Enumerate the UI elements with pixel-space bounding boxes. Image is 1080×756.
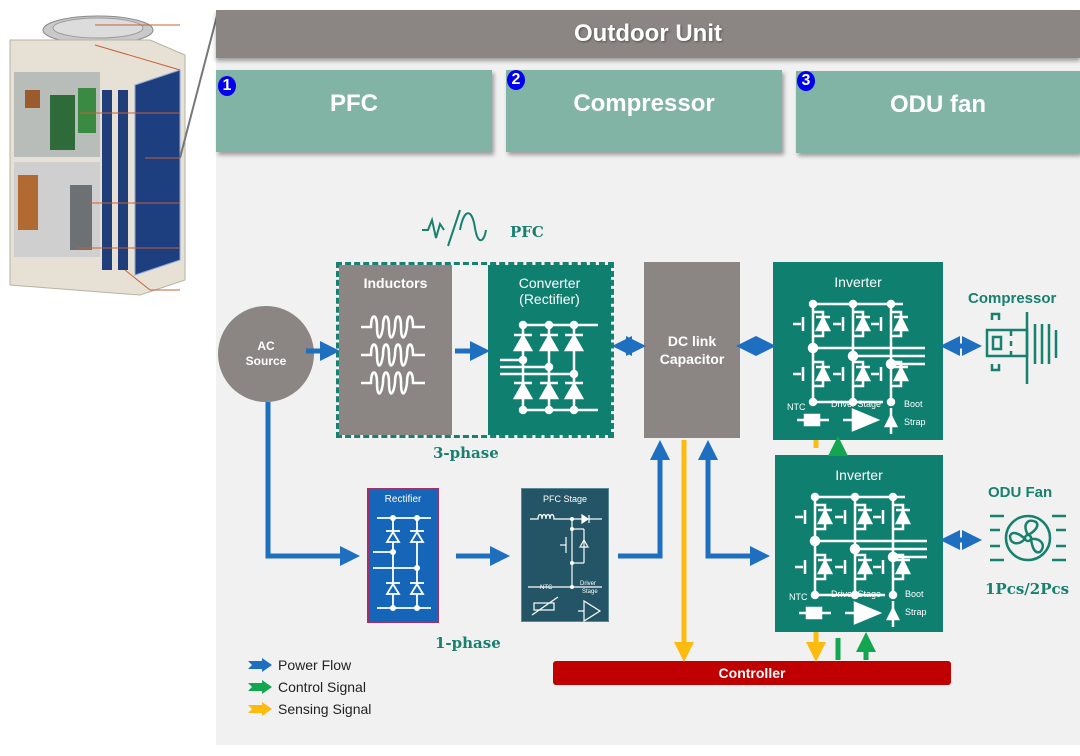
- pfc-driver-label-line2: Stage: [582, 589, 598, 595]
- category-pfc: PFC: [216, 70, 492, 152]
- inverter-title: Inverter: [834, 274, 882, 290]
- legend-item-control-signal: Control Signal: [248, 676, 371, 698]
- ac-source-label: AC Source: [245, 339, 287, 368]
- inverter-title: Inverter: [835, 467, 883, 483]
- odu-fan-count: 1Pcs/2Pcs: [985, 580, 1070, 598]
- pfc-label: PFC: [510, 223, 544, 241]
- odu-fan-inverter-block: Inverter NTC Driver Stage Boot Strap: [775, 455, 943, 632]
- inductors-label: Inductors: [363, 275, 428, 291]
- odu-fan-label: ODU Fan: [988, 484, 1053, 501]
- legend-item-power-flow: Power Flow: [248, 654, 371, 676]
- boot-label: Boot: [905, 589, 924, 599]
- ac-source-node: AC Source: [218, 306, 314, 402]
- pfc-waveform-icon: [420, 208, 490, 248]
- sensing-signal-arrow-icon: [248, 702, 272, 716]
- rectifier-block: Rectifier: [367, 488, 439, 623]
- driver-stage-label: Driver Stage: [831, 399, 882, 409]
- boot-label: Boot: [904, 399, 923, 409]
- strap-label: Strap: [904, 417, 926, 427]
- ntc-label: NTC: [789, 592, 808, 602]
- control-signal-arrow-icon: [248, 680, 272, 694]
- callout-line: [178, 10, 238, 160]
- outdoor-unit-illustration: [9, 15, 186, 296]
- dc-link-label-line1: DC link: [667, 333, 717, 349]
- converter-label-line2: (Rectifier): [519, 291, 580, 307]
- outdoor-unit-header: Outdoor Unit: [216, 10, 1080, 58]
- converter-block: Converter (Rectifier): [488, 265, 611, 435]
- one-phase-label: 1-phase: [435, 634, 501, 652]
- number-badge-3: 3: [797, 71, 815, 91]
- legend: Power Flow Control Signal Sensing Signal: [248, 654, 371, 720]
- pfc-stage-block: PFC Stage NTC Driver Stage: [521, 488, 609, 623]
- outdoor-unit-photo: [0, 0, 215, 300]
- controller-bar: Controller: [553, 661, 951, 685]
- pfc-ntc-label: NTC: [540, 585, 553, 591]
- category-label: ODU fan: [890, 91, 986, 118]
- category-label: PFC: [330, 90, 378, 117]
- rectifier-label: Rectifier: [384, 494, 422, 505]
- inverter-bridge-icon: [795, 492, 927, 627]
- dc-link-label-line2: Capacitor: [659, 351, 725, 367]
- three-phase-label: 3-phase: [433, 444, 499, 462]
- fan-icon: [988, 508, 1068, 568]
- legend-label: Sensing Signal: [278, 701, 372, 717]
- ntc-label: NTC: [787, 402, 806, 412]
- legend-label: Power Flow: [278, 657, 352, 673]
- pfc-stage-label: PFC Stage: [542, 494, 588, 504]
- strap-label: Strap: [905, 607, 927, 617]
- inductor-coils-icon: [361, 315, 425, 395]
- dc-link-capacitor-block: DC link Capacitor: [644, 262, 740, 438]
- compressor-inverter-block: Inverter NTC Driver Stage Boot Strap: [773, 262, 943, 440]
- diode-bridge-icon: [373, 515, 431, 611]
- pfc-stage-circuit-icon: [528, 513, 602, 623]
- category-compressor: Compressor: [506, 70, 782, 152]
- number-badge-1: 1: [218, 76, 236, 96]
- category-odu-fan: ODU fan: [796, 71, 1080, 153]
- inverter-bridge-icon: [793, 299, 925, 434]
- power-flow-arrow-icon: [248, 658, 272, 672]
- converter-label-line1: Converter: [518, 275, 581, 291]
- compressor-icon: [985, 312, 1070, 387]
- legend-label: Control Signal: [278, 679, 366, 695]
- inductors-block: Inductors: [339, 265, 452, 435]
- category-label: Compressor: [573, 90, 715, 117]
- driver-stage-label: Driver Stage: [831, 589, 882, 599]
- rectifier-bridge-icon: [500, 320, 598, 415]
- compressor-label: Compressor: [968, 290, 1057, 307]
- number-badge-2: 2: [507, 70, 525, 90]
- legend-item-sensing-signal: Sensing Signal: [248, 698, 371, 720]
- pfc-driver-label-line1: Driver: [580, 581, 596, 587]
- controller-label: Controller: [718, 665, 786, 681]
